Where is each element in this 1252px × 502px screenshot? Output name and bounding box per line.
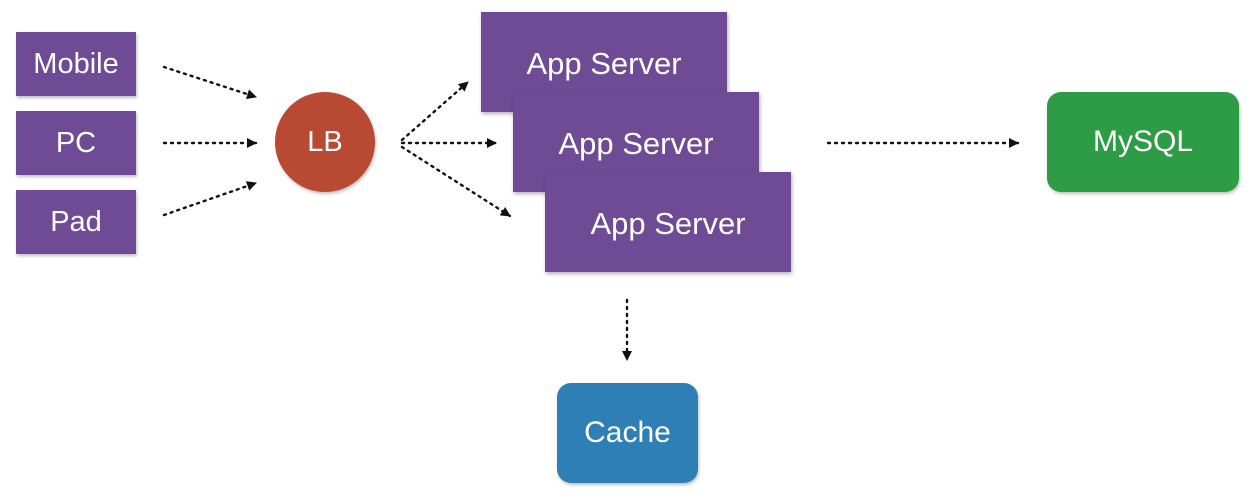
mobile-label: Mobile (33, 47, 119, 80)
cache-node: Cache (557, 383, 698, 483)
pc-label: PC (55, 126, 97, 159)
arrow-lb-to-app-server-1 (400, 80, 470, 142)
arrow-lb-to-app-server-3 (400, 145, 512, 218)
pad-node: Pad (16, 190, 136, 254)
app-server-label: App Server (526, 46, 682, 81)
app-server-label: App Server (590, 206, 746, 241)
app-server-label: App Server (558, 126, 714, 161)
arrow-mobile-to-lb (162, 65, 258, 99)
lb-label: LB (307, 125, 343, 158)
cache-label: Cache (584, 416, 671, 449)
app-server-node: App Server (545, 172, 791, 272)
mobile-node: Mobile (16, 32, 136, 96)
lb-node: LB (275, 92, 375, 192)
pc-node: PC (16, 111, 136, 175)
pad-label: Pad (50, 205, 102, 238)
mysql-node: MySQL (1047, 92, 1239, 192)
mysql-label: MySQL (1092, 125, 1194, 158)
arrow-pad-to-lb (162, 181, 258, 217)
